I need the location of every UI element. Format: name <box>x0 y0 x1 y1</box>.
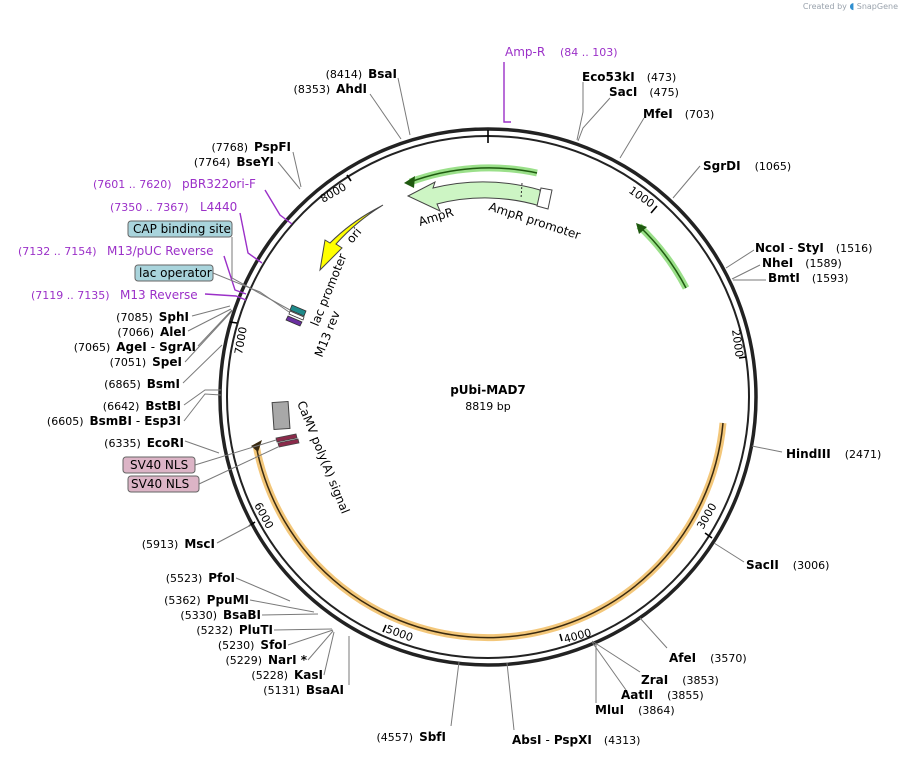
site-aatii: AatII(3855) <box>621 688 704 702</box>
lac-operator-box: lac operator <box>134 264 214 282</box>
site-agei-sgrai: (7065)AgeI-SgrAI <box>74 340 196 354</box>
site-sgrdi: SgrDI(1065) <box>703 159 791 173</box>
site-afei: AfeI(3570) <box>669 651 747 665</box>
site-ecori: (6335)EcoRI <box>104 436 184 450</box>
site-sphi: (7085)SphI <box>116 310 189 324</box>
l4440-name: L4440 <box>200 200 237 214</box>
site-ncoi-styi: NcoI-StyI(1516) <box>755 241 872 255</box>
sv40-nls-label-2: SV40 NLS <box>131 477 189 491</box>
m13puc-leader <box>223 255 247 295</box>
site-msci: (5913)MscI <box>142 537 215 551</box>
sv40-nls-box-2: SV40 NLS <box>127 475 200 493</box>
ruler-7000: 7000 <box>232 326 250 356</box>
sv40-mark-1 <box>275 433 298 443</box>
site-bmti: BmtI(1593) <box>768 271 848 285</box>
site-ppumi: (5362)PpuMI <box>164 593 249 607</box>
ori-arrow <box>319 204 384 272</box>
right-sites: AbsI-PspXI(4313) Eco53kI(473) SacI(475) … <box>512 70 881 747</box>
green-arc-right-arrowhead <box>636 223 647 234</box>
site-bseyi: (7764)BseYI <box>194 155 274 169</box>
cap-binding-site-box: CAP binding site <box>127 220 233 238</box>
backbone-outer <box>218 127 758 667</box>
m13rev-primer-leader <box>204 293 247 301</box>
site-zrai: ZraI(3853) <box>641 673 719 687</box>
credit-brand: SnapGene <box>856 2 898 11</box>
lac-operator-label: lac operator <box>139 266 212 280</box>
plasmid-name: pUbi-MAD7 <box>450 383 526 397</box>
site-nhei: NheI(1589) <box>762 256 842 270</box>
ampr-promoter-arrow <box>536 187 553 210</box>
ruler-1000: 1000 <box>626 184 656 211</box>
cap-binding-site-label: CAP binding site <box>133 222 231 236</box>
site-pspfi: (7768)PspFI <box>211 140 291 154</box>
site-bsabi: (5330)BsaBI <box>180 608 261 622</box>
pbr322-name: pBR322ori-F <box>182 177 256 191</box>
l4440-leader <box>239 212 263 264</box>
site-hindiii: HindIII(2471) <box>786 447 881 461</box>
site-bstbi: (6642)BstBI <box>103 399 181 413</box>
sv40-nls-box-1: SV40 NLS <box>122 456 196 474</box>
site-sfoi: (5230)SfoI <box>218 638 287 652</box>
ampr-arrow <box>406 180 541 213</box>
site-pluti: (5232)PluTI <box>196 623 273 637</box>
site-eco53ki: Eco53kI(473) <box>582 70 676 84</box>
site-pfoi: (5523)PfoI <box>166 571 235 585</box>
cds-line <box>255 422 724 639</box>
sv40-nls-label-1: SV40 NLS <box>130 458 188 472</box>
site-bsai: (8414)BsaI <box>326 67 397 81</box>
site-nari: (5229)NarI * <box>225 653 307 667</box>
amp-r-range: (84 .. 103) <box>560 46 618 59</box>
site-sbfi: (4557)SbfI <box>377 730 447 744</box>
l4440-range: (7350 .. 7367) <box>110 201 189 214</box>
camv-mark <box>271 400 291 431</box>
m13-rev-mark <box>285 315 303 327</box>
site-bsaai: (5131)BsaAI <box>263 683 344 697</box>
pbr322-leader <box>264 189 293 225</box>
site-mfei: MfeI(703) <box>643 107 714 121</box>
site-saci: SacI(475) <box>609 85 679 99</box>
site-sacii: SacII(3006) <box>746 558 829 572</box>
backbone-inner <box>226 135 750 659</box>
lac-operator-mark <box>288 310 305 321</box>
site-absi-pspxi: AbsI-PspXI(4313) <box>512 733 640 747</box>
amp-r-name: Amp-R <box>505 45 545 59</box>
credit: Created by ◖ SnapGene <box>803 2 898 12</box>
site-spei: (7051)SpeI <box>110 355 182 369</box>
site-leaders <box>182 77 783 731</box>
ruler-2000: 2000 <box>729 329 746 359</box>
m13rev-primer-name: M13 Reverse <box>120 288 198 302</box>
site-mlui: MluI(3864) <box>595 703 675 717</box>
green-arc-right <box>636 223 690 290</box>
credit-prefix: Created by <box>802 2 847 11</box>
left-sites: (8414)BsaI (8353)AhdI (7768)PspFI (7764)… <box>47 67 446 744</box>
m13puc-range: (7132 .. 7154) <box>18 245 97 258</box>
pbr322-range: (7601 .. 7620) <box>93 178 172 191</box>
m13puc-name: M13/pUC Reverse <box>107 244 214 258</box>
sv40-mark-2 <box>277 438 300 448</box>
camv-label: CaMV poly(A) signal <box>294 399 352 516</box>
plasmid-size: 8819 bp <box>465 400 510 413</box>
site-bsmi: (6865)BsmI <box>104 377 180 391</box>
lac-promoter-mark <box>289 304 307 317</box>
ampr-promoter-label: AmpR promoter <box>487 200 582 243</box>
site-kasi: (5228)KasI <box>251 668 323 682</box>
green-arc-top-arrowhead <box>404 176 415 188</box>
site-alei: (7066)AleI <box>117 325 186 339</box>
site-ahdi: (8353)AhdI <box>294 82 367 96</box>
snapgene-logo-icon: ◖ <box>849 2 855 12</box>
m13rev-primer-range: (7119 .. 7135) <box>31 289 110 302</box>
amp-r-leader <box>503 62 511 123</box>
site-bsmbi-esp3i: (6605)BsmBI-Esp3I <box>47 414 181 428</box>
